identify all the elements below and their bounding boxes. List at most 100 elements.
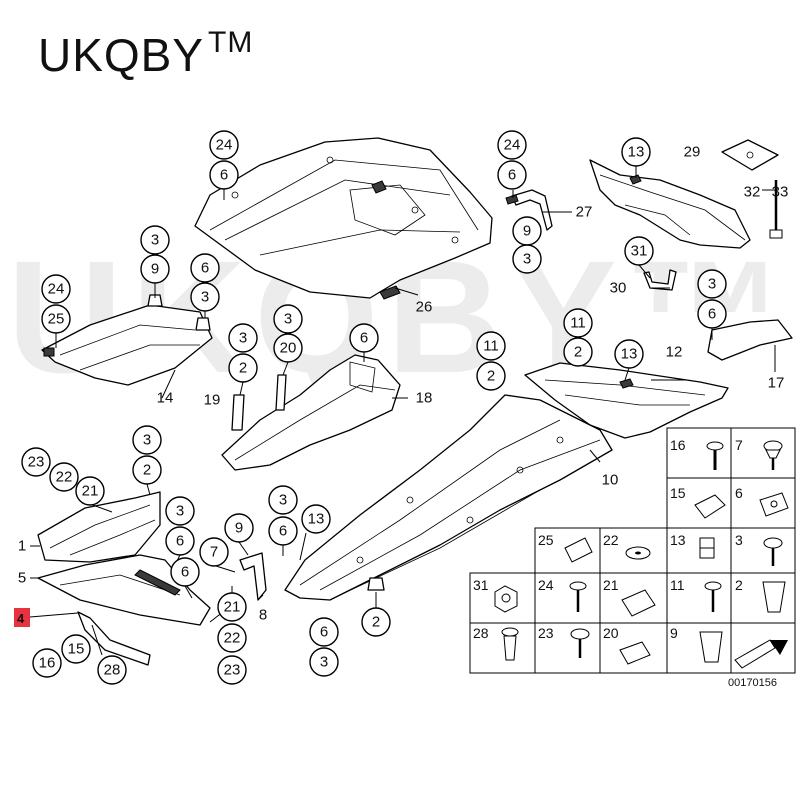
callout-11: 11 <box>476 331 506 361</box>
callout-circle <box>273 333 303 363</box>
callout-6: 6 <box>697 299 727 329</box>
callout-number: 27 <box>576 204 593 221</box>
screw-icon <box>569 581 587 612</box>
callout-18: 18 <box>416 390 433 407</box>
highlight-label: 4 <box>17 611 25 626</box>
callout-number: 3 <box>176 503 184 520</box>
screw-icon <box>706 441 724 470</box>
callout-number: 24 <box>48 281 65 298</box>
legend-label: 24 <box>538 577 554 593</box>
callout-24: 24 <box>497 130 527 160</box>
part-30-bracket <box>643 269 677 291</box>
legend-label: 6 <box>735 485 743 501</box>
callout-3: 3 <box>140 225 170 255</box>
callout-circle <box>224 513 254 543</box>
callout-6: 6 <box>349 323 379 353</box>
callout-circle <box>497 130 527 160</box>
brand-name: UKQBY <box>38 29 205 81</box>
part-17-bracket <box>707 319 793 361</box>
callout-number: 5 <box>18 570 26 587</box>
callout-32: 32 <box>744 184 761 201</box>
callout-number: 3 <box>151 232 159 249</box>
washer-icon <box>625 546 651 560</box>
callout-number: 33 <box>772 184 789 201</box>
callout-number: 13 <box>628 144 645 161</box>
callout-13: 13 <box>621 137 651 167</box>
legend-label: 3 <box>735 532 743 548</box>
callout-circle <box>75 476 105 506</box>
callout-6: 6 <box>268 516 298 546</box>
callout-number: 22 <box>224 630 241 647</box>
callout-number: 15 <box>68 641 85 658</box>
part-18-center-shield <box>221 354 401 471</box>
callout-number: 14 <box>157 390 174 407</box>
callout-number: 2 <box>143 462 151 479</box>
callout-number: 8 <box>259 607 267 624</box>
callout-16: 16 <box>32 648 62 678</box>
callout-number: 24 <box>504 137 521 154</box>
clip-icon <box>621 589 656 617</box>
part-4-strip <box>77 611 151 666</box>
callout-circle <box>190 282 220 312</box>
callout-number: 17 <box>768 375 785 392</box>
callout-circle <box>476 331 506 361</box>
callout-6: 6 <box>497 160 527 190</box>
callout-circle <box>476 361 506 391</box>
callout-number: 21 <box>224 599 241 616</box>
callout-3: 3 <box>268 485 298 515</box>
part-29-deflector <box>589 159 751 249</box>
callout-13: 13 <box>301 504 331 534</box>
callout-number: 26 <box>416 299 433 316</box>
callout-2: 2 <box>476 361 506 391</box>
part-33-bolt <box>769 180 783 239</box>
nut-icon <box>494 585 518 613</box>
callout-3: 3 <box>228 323 258 353</box>
callout-circle <box>217 592 247 622</box>
callout-number: 6 <box>708 306 716 323</box>
callout-circle <box>273 304 303 334</box>
callout-circle <box>165 496 195 526</box>
callout-31: 31 <box>624 236 654 266</box>
part-27-bracket <box>505 189 553 231</box>
fastener-icons <box>494 440 789 669</box>
screw-icon <box>763 440 783 470</box>
screw-icon <box>704 581 722 612</box>
callout-circle <box>697 269 727 299</box>
callout-number: 25 <box>48 311 65 328</box>
callout-circle <box>132 455 162 485</box>
callout-number: 6 <box>360 330 368 347</box>
callout-circle <box>21 447 51 477</box>
part-10-floor-panel <box>284 394 613 601</box>
callout-number: 9 <box>523 223 531 240</box>
callout-circle <box>217 623 247 653</box>
callout-circle <box>61 634 91 664</box>
callout-circle <box>32 648 62 678</box>
callout-3: 3 <box>512 244 542 274</box>
callout-15: 15 <box>61 634 91 664</box>
callout-3: 3 <box>273 304 303 334</box>
callout-number: 3 <box>143 432 151 449</box>
callout-number: 22 <box>56 469 73 486</box>
callout-1: 1 <box>18 538 26 555</box>
nut-clip-icon <box>759 492 789 517</box>
callout-circle <box>621 137 651 167</box>
clip-icon <box>619 641 651 665</box>
callout-circle <box>97 655 127 685</box>
callout-number: 13 <box>308 511 325 528</box>
callout-30: 30 <box>610 280 627 297</box>
callout-17: 17 <box>768 375 785 392</box>
callout-6: 6 <box>190 253 220 283</box>
callout-number: 3 <box>279 492 287 509</box>
callout-2: 2 <box>228 353 258 383</box>
callout-5: 5 <box>18 570 26 587</box>
callout-28: 28 <box>97 655 127 685</box>
part-26-front-shield <box>194 137 493 300</box>
callout-circle <box>170 557 200 587</box>
callout-number: 9 <box>151 261 159 278</box>
legend-labels: 16 7 15 6 25 22 13 3 31 24 21 11 2 28 23… <box>473 437 777 689</box>
callout-22: 22 <box>217 623 247 653</box>
callout-2: 2 <box>132 455 162 485</box>
callout-circle <box>624 236 654 266</box>
